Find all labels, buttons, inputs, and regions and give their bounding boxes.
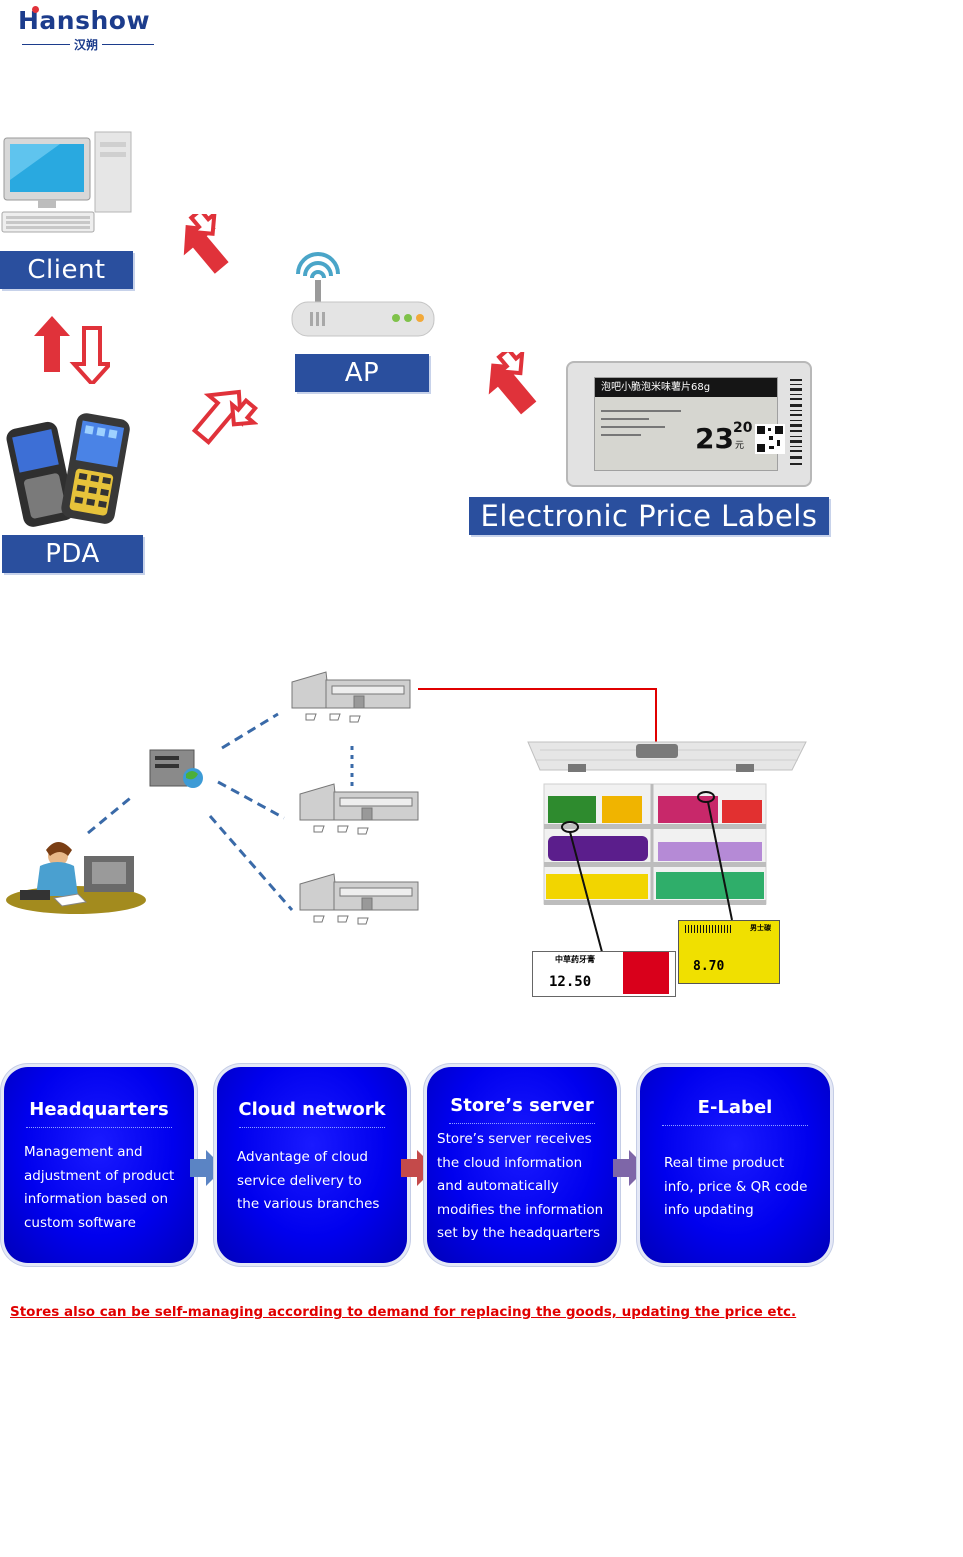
process-card-e-label: E-Label Real time product info, price & … <box>640 1067 830 1263</box>
process-card-store-server: Store’s server Store’s server receives t… <box>427 1067 617 1263</box>
process-card-body: Real time product info, price & QR code … <box>664 1155 808 1218</box>
process-card-divider <box>239 1127 385 1128</box>
esl-barcode-icon <box>790 379 802 465</box>
client-pda-arrow-icon <box>34 316 110 384</box>
process-arrow-3-icon <box>613 1150 647 1186</box>
process-card-body: Advantage of cloud service delivery to t… <box>237 1149 380 1212</box>
logo-brand-cn: 汉朔 <box>70 36 103 53</box>
esl-text-lines <box>601 404 681 442</box>
process-card-body: Management and adjustment of product inf… <box>24 1144 175 1231</box>
esl-screen: 泡吧小脆泡米味薯片68g 23 20 元 <box>594 377 785 471</box>
process-card-body: Store’s server receives the cloud inform… <box>437 1131 604 1241</box>
red-tag-color-block <box>623 952 669 994</box>
yellow-tag-barcode <box>685 925 733 933</box>
store-building-icon-1 <box>291 671 411 723</box>
logo-red-dot <box>32 6 39 13</box>
esl-price-unit: 元 <box>735 441 745 451</box>
process-card-headquarters: Headquarters Management and adjustment o… <box>4 1067 194 1263</box>
store-price-tag-red: 中草药牙膏 12.50 <box>532 951 676 997</box>
access-point-router-icon <box>291 252 435 337</box>
process-card-divider <box>662 1125 808 1126</box>
pda-ap-arrow-icon <box>191 389 258 445</box>
esl-device: 泡吧小脆泡米味薯片68g 23 20 元 <box>566 361 812 487</box>
pda-devices-icon <box>6 413 130 527</box>
pda-label: PDA <box>2 535 143 573</box>
yellow-tag-title: 男士碳 <box>750 924 771 932</box>
ap-esl-arrow-icon <box>488 352 537 415</box>
ap-label: AP <box>295 354 429 392</box>
logo-brand: Hanshow <box>18 6 151 35</box>
hanshow-logo: Hanshow 汉朔 <box>18 6 158 54</box>
process-card-title: E-Label <box>697 1097 773 1118</box>
store-shelf-icon <box>527 741 807 953</box>
esl-label: Electronic Price Labels <box>469 497 829 535</box>
network-diagram <box>6 671 807 953</box>
process-card-cloud-network: Cloud network Advantage of cloud service… <box>217 1067 407 1263</box>
footnote: Stores also can be self-managing accordi… <box>10 1304 797 1320</box>
server-icon <box>149 749 203 788</box>
store-building-icon-2 <box>299 783 419 835</box>
process-card-divider <box>26 1127 172 1128</box>
process-arrow-1-icon <box>190 1150 224 1186</box>
esl-title-bar: 泡吧小脆泡米味薯片68g <box>595 378 777 397</box>
client-computer-icon <box>1 131 132 233</box>
process-card-title: Cloud network <box>238 1099 386 1120</box>
store-price-tag-yellow: 男士碳 8.70 <box>678 920 780 984</box>
client-ap-arrow-icon <box>183 214 229 274</box>
process-card-divider <box>449 1123 595 1124</box>
process-card-title: Headquarters <box>29 1099 169 1120</box>
red-tag-title: 中草药牙膏 <box>555 955 595 964</box>
client-label: Client <box>0 251 133 289</box>
red-tag-price: 12.50 <box>549 974 592 990</box>
esl-price-cents: 20 <box>733 420 753 436</box>
headquarters-worker-icon <box>6 842 146 914</box>
esl-qr-code-icon <box>755 424 785 454</box>
esl-price-main: 23 <box>695 422 734 455</box>
process-card-title: Store’s server <box>450 1095 594 1116</box>
process-arrow-2-icon <box>401 1150 435 1186</box>
store-building-icon-3 <box>299 873 419 925</box>
yellow-tag-price: 8.70 <box>693 959 725 974</box>
